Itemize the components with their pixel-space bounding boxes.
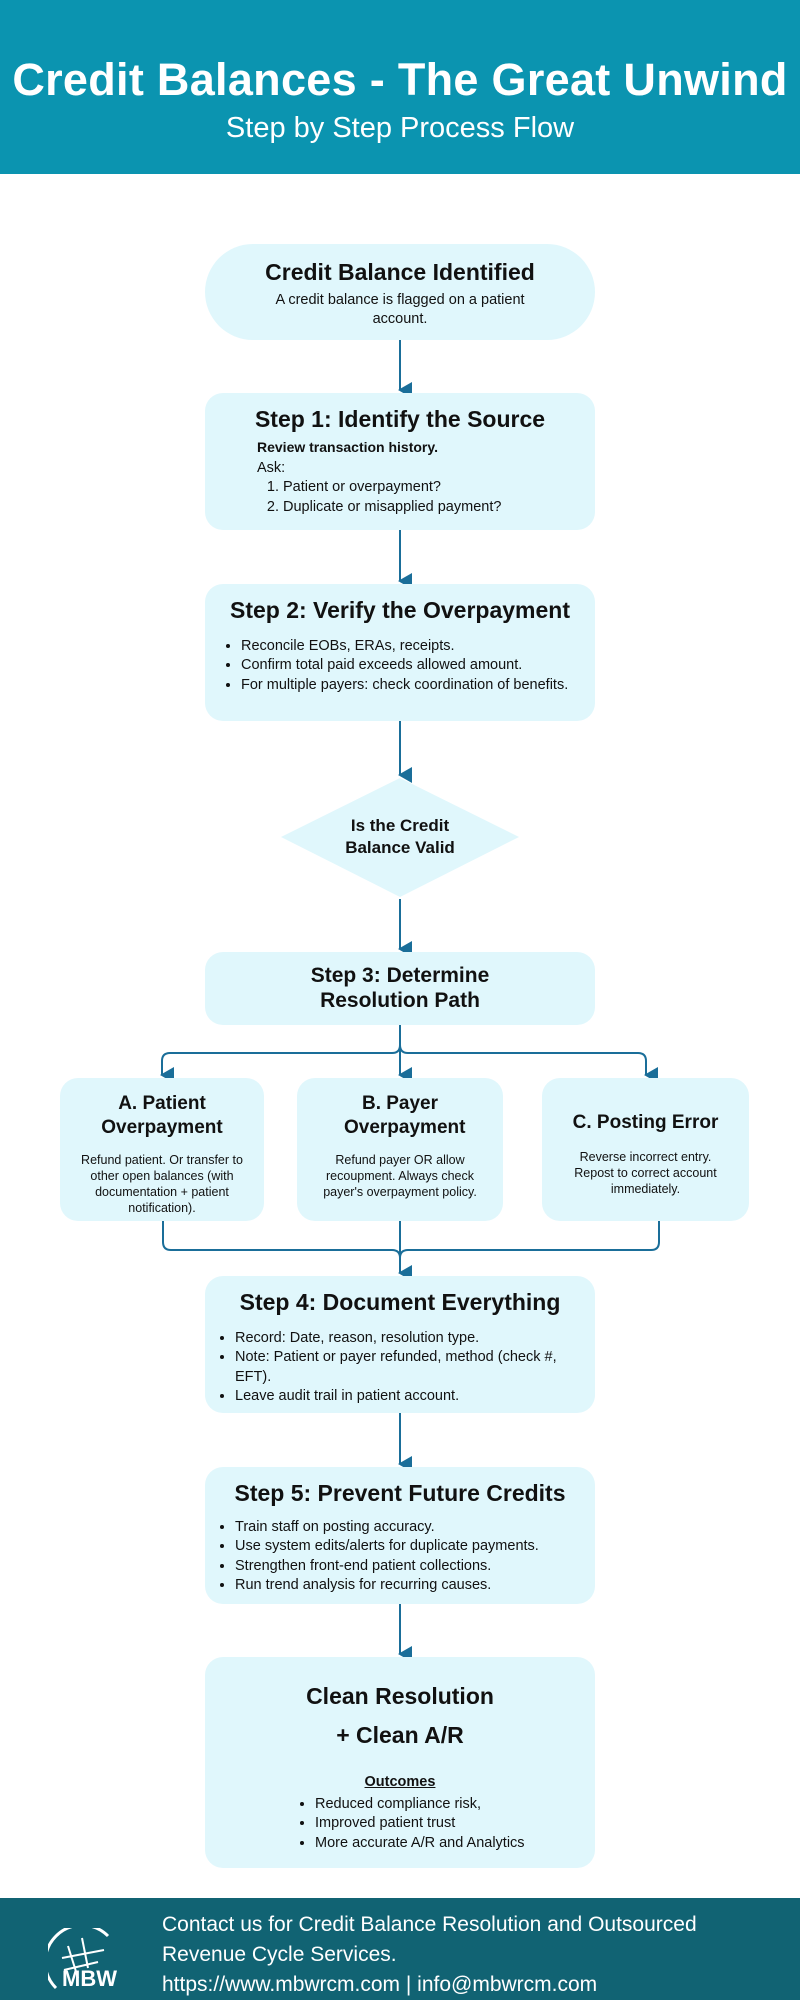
path-b-box[interactable]: B. Payer Overpayment Refund payer OR all…	[297, 1078, 503, 1221]
branch-connector	[399, 1044, 658, 1083]
page-subtitle: Step by Step Process Flow	[225, 112, 575, 144]
step3-title: Step 3: Determine Resolution Path	[310, 964, 490, 1013]
final-box: Clean Resolution + Clean A/R Outcomes Re…	[205, 1657, 595, 1868]
step1-title: Step 1: Identify the Source	[254, 406, 546, 432]
step4-title: Step 4: Document Everything	[239, 1289, 561, 1315]
list-item: Run trend analysis for recurring causes.	[235, 1576, 595, 1596]
list-item: Confirm total paid exceeds allowed amoun…	[241, 656, 575, 676]
list-item: More accurate A/R and Analytics	[315, 1834, 530, 1854]
step1-bold: Review transaction history.	[257, 438, 439, 455]
path-c-box[interactable]: C. Posting Error Reverse incorrect entry…	[542, 1078, 749, 1221]
start-title: Credit Balance Identified	[265, 259, 535, 285]
start-text: A credit balance is flagged on a patient…	[275, 291, 525, 328]
mbw-logo: MBW	[43, 1923, 130, 2000]
path-c-text: Reverse incorrect entry. Repost to corre…	[574, 1149, 717, 1197]
step1-box: Step 1: Identify the Source Review trans…	[205, 393, 595, 530]
page-title: Credit Balances - The Great Unwind	[12, 54, 788, 105]
path-c-title: C. Posting Error	[572, 1112, 719, 1133]
path-b-title: B. Payer Overpayment	[344, 1093, 466, 1138]
path-a-box[interactable]: A. Patient Overpayment Refund patient. O…	[60, 1078, 264, 1221]
step1-ask: Ask:	[257, 459, 286, 476]
list-item: Leave audit trail in patient account.	[235, 1387, 585, 1407]
contact-text: Contact us for Credit Balance Resolution…	[162, 1913, 697, 1966]
list-item: Improved patient trust	[315, 1814, 530, 1834]
step2-box: Step 2: Verify the Overpayment Reconcile…	[205, 584, 595, 721]
step3-box: Step 3: Determine Resolution Path	[205, 952, 595, 1025]
start-node: Credit Balance Identified A credit balan…	[205, 244, 595, 340]
list-item: For multiple payers: check coordination …	[241, 676, 575, 696]
step2-title: Step 2: Verify the Overpayment	[229, 597, 570, 623]
list-item: Duplicate or misapplied payment?	[283, 498, 595, 518]
final-title: Clean Resolution + Clean A/R	[306, 1683, 494, 1749]
step4-box: Step 4: Document Everything Record: Date…	[205, 1276, 595, 1413]
merge-connector	[399, 1221, 660, 1259]
list-item: Note: Patient or payer refunded, method …	[235, 1348, 585, 1387]
step5-box: Step 5: Prevent Future Credits Train sta…	[205, 1467, 595, 1604]
globe-icon	[43, 1923, 110, 1990]
outcomes-label: Outcomes	[364, 1774, 436, 1791]
merge-connector	[162, 1221, 412, 1281]
step5-title: Step 5: Prevent Future Credits	[234, 1480, 566, 1506]
list-item: Train staff on posting accuracy.	[235, 1518, 595, 1538]
logo-text: MBW	[62, 1966, 117, 1991]
decision-text: Is the Credit Balance Valid	[345, 816, 455, 857]
path-b-text: Refund payer OR allow recoupment. Always…	[323, 1152, 477, 1200]
list-item: Reduced compliance risk,	[315, 1795, 530, 1815]
contact-links[interactable]: https://www.mbwrcm.com | info@mbwrcm.com	[162, 1973, 598, 1996]
list-item: Reconcile EOBs, ERAs, receipts.	[241, 637, 575, 657]
path-a-title: A. Patient Overpayment	[101, 1093, 223, 1138]
decision-diamond	[281, 778, 519, 897]
header: Credit Balances - The Great Unwind Step …	[0, 0, 800, 174]
list-item: Strengthen front-end patient collections…	[235, 1557, 595, 1577]
path-a-text: Refund patient. Or transfer to other ope…	[81, 1152, 243, 1216]
list-item: Patient or overpayment?	[283, 478, 595, 498]
list-item: Record: Date, reason, resolution type.	[235, 1329, 585, 1349]
branch-connector	[160, 1025, 401, 1083]
footer: MBW Contact us for Credit Balance Resolu…	[0, 1898, 800, 2000]
list-item: Use system edits/alerts for duplicate pa…	[235, 1537, 595, 1557]
